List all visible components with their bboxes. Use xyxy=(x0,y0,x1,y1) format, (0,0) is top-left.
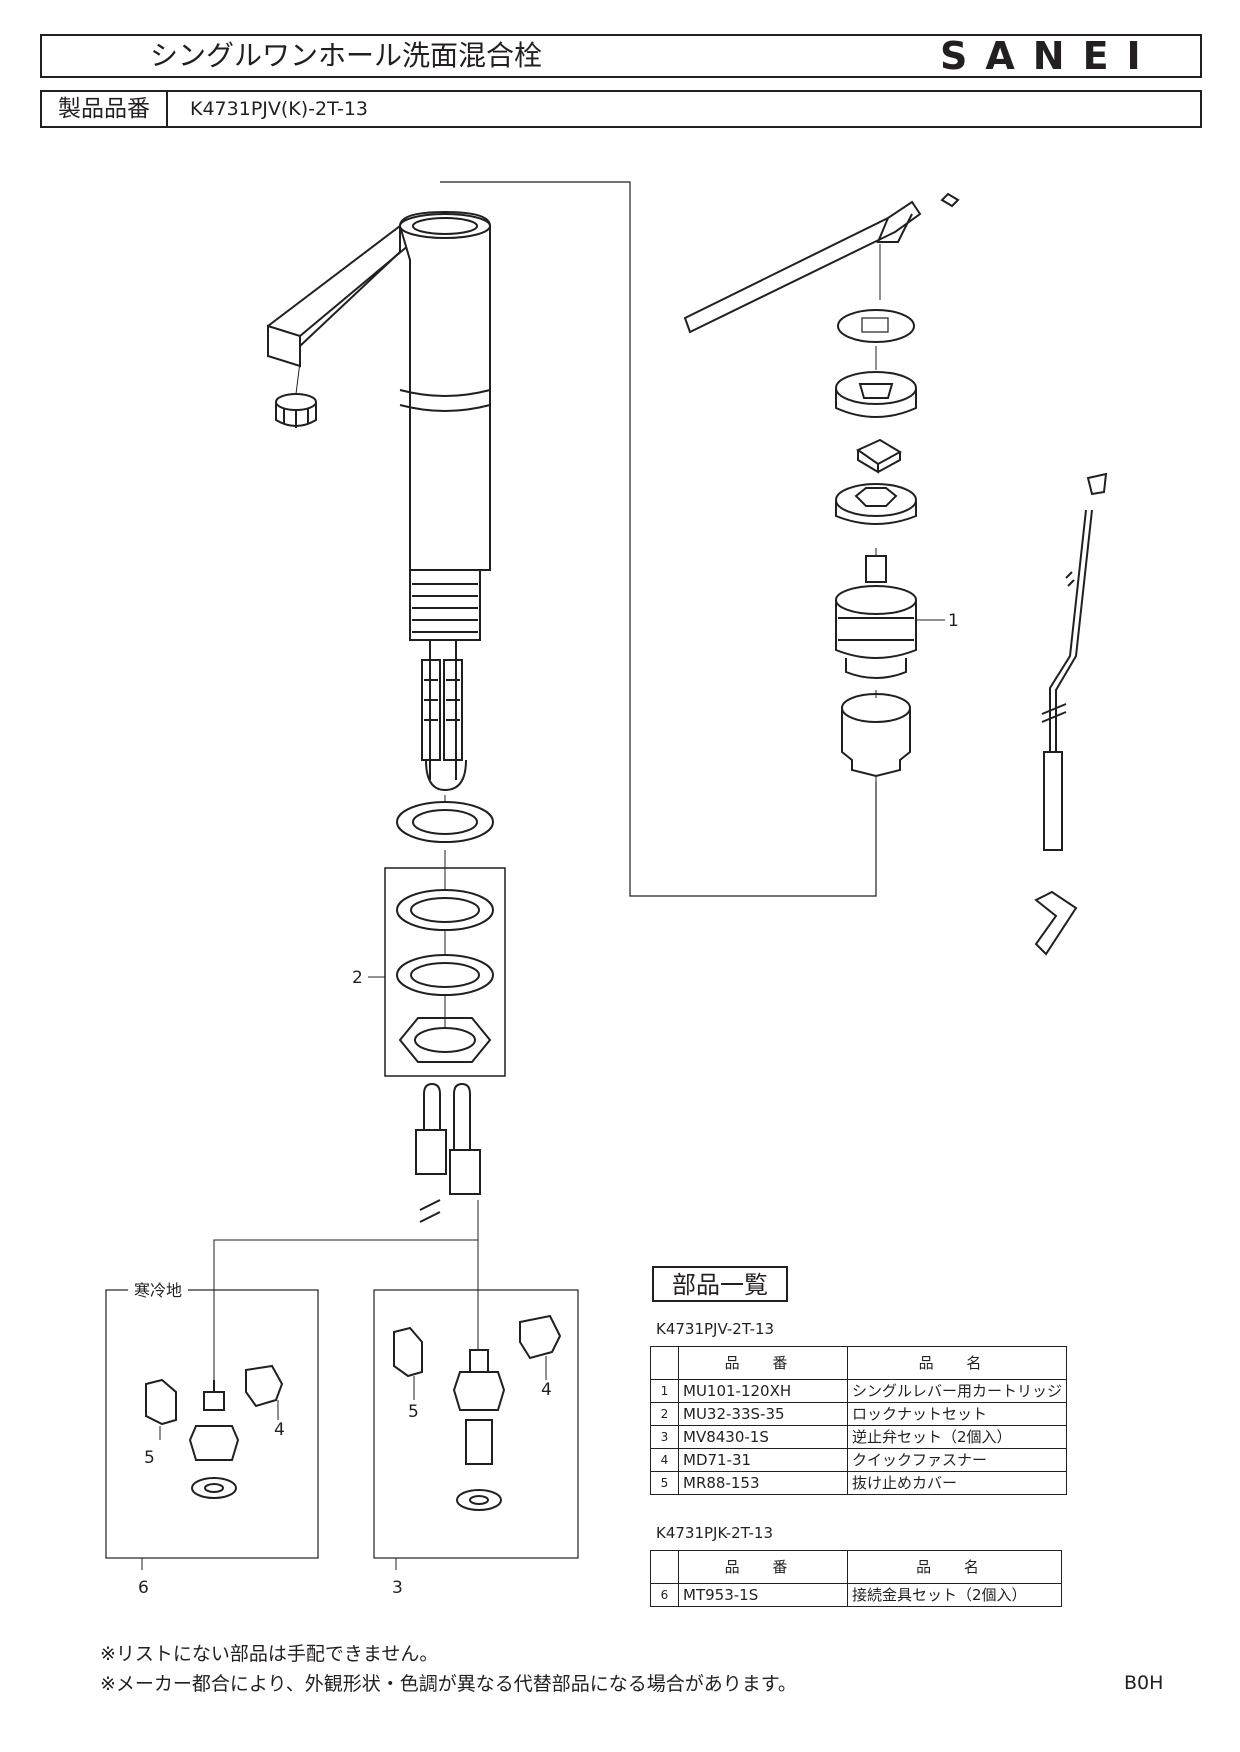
row-no: 2 xyxy=(650,1402,679,1426)
callout-3: 3 xyxy=(392,1578,403,1598)
row-no: 5 xyxy=(650,1471,679,1495)
note-line-2: ※メーカー都合により、外観形状・色調が異なる代替部品になる場合があります。 xyxy=(100,1673,797,1695)
row-code: MU101-120XH xyxy=(678,1379,848,1403)
row-no: 6 xyxy=(650,1583,679,1607)
callout-2: 2 xyxy=(352,968,363,988)
parts-table-2: 品 番 品 名 6 MT953-1S 接続金具セット（2個入） xyxy=(650,1550,1062,1607)
table-row: 2 MU32-33S-35 ロックナットセット xyxy=(650,1402,1068,1426)
header-name: 品 名 xyxy=(846,1346,1068,1380)
note-line-1: ※リストにない部品は手配できません。 xyxy=(100,1643,439,1665)
aerator-illustration xyxy=(275,361,317,428)
row-code: MT953-1S xyxy=(678,1583,848,1607)
brand-logo: SANEI xyxy=(940,34,1159,78)
part-number-value: K4731PJV(K)-2T-13 xyxy=(190,98,368,120)
row-name: シングルレバー用カートリッジ xyxy=(846,1379,1068,1403)
product-title: シングルワンホール洗面混合栓 xyxy=(150,39,543,72)
header-no xyxy=(650,1550,679,1584)
row-name: ロックナットセット xyxy=(846,1402,1068,1426)
row-code: MU32-33S-35 xyxy=(678,1402,848,1426)
table2-model: K4731PJK-2T-13 xyxy=(656,1524,773,1542)
header-name: 品 名 xyxy=(847,1550,1062,1584)
table-header-row: 品 番 品 名 xyxy=(650,1346,1068,1380)
table-row: 6 MT953-1S 接続金具セット（2個入） xyxy=(650,1583,1062,1607)
row-name: 抜け止めカバー xyxy=(846,1471,1068,1495)
table-row: 5 MR88-153 抜け止めカバー xyxy=(650,1471,1068,1495)
part-number-box xyxy=(40,90,1202,128)
header-no xyxy=(650,1346,679,1380)
row-code: MR88-153 xyxy=(678,1471,848,1495)
faucet-body-illustration xyxy=(267,210,491,792)
row-code: MD71-31 xyxy=(678,1448,848,1472)
row-no: 3 xyxy=(650,1425,679,1449)
header-title-box xyxy=(40,34,1202,78)
callout-4-cold: 4 xyxy=(274,1420,285,1440)
lever-handle-illustration xyxy=(683,192,960,334)
footer-code: B0H xyxy=(1124,1672,1164,1694)
parts-list-title: 部品一覧 xyxy=(652,1266,788,1302)
callout-6: 6 xyxy=(138,1578,149,1598)
table-header-row: 品 番 品 名 xyxy=(650,1550,1062,1584)
row-name: 逆止弁セット（2個入） xyxy=(846,1425,1068,1449)
callout-4-standard: 4 xyxy=(541,1380,552,1400)
row-no: 4 xyxy=(650,1448,679,1472)
table-row: 1 MU101-120XH シングルレバー用カートリッジ xyxy=(650,1379,1068,1403)
row-code: MV8430-1S xyxy=(678,1425,848,1449)
pop-up-rod-illustration xyxy=(1034,472,1108,956)
part-number-label: 製品品番 xyxy=(42,92,168,126)
table-row: 3 MV8430-1S 逆止弁セット（2個入） xyxy=(650,1425,1068,1449)
callout-1: 1 xyxy=(948,611,959,631)
callout-5-standard: 5 xyxy=(408,1402,419,1422)
table-row: 4 MD71-31 クイックファスナー xyxy=(650,1448,1068,1472)
table1-model: K4731PJV-2T-13 xyxy=(656,1320,775,1338)
callout-5-cold: 5 xyxy=(144,1448,155,1468)
row-name: 接続金具セット（2個入） xyxy=(847,1583,1062,1607)
row-name: クイックファスナー xyxy=(846,1448,1068,1472)
row-no: 1 xyxy=(650,1379,679,1403)
header-code: 品 番 xyxy=(678,1346,848,1380)
header-code: 品 番 xyxy=(678,1550,848,1584)
parts-table-1: 品 番 品 名 1 MU101-120XH シングルレバー用カートリッジ 2 M… xyxy=(650,1346,1068,1495)
cold-region-label: 寒冷地 xyxy=(128,1282,189,1300)
cartridge-illustration xyxy=(835,548,945,679)
